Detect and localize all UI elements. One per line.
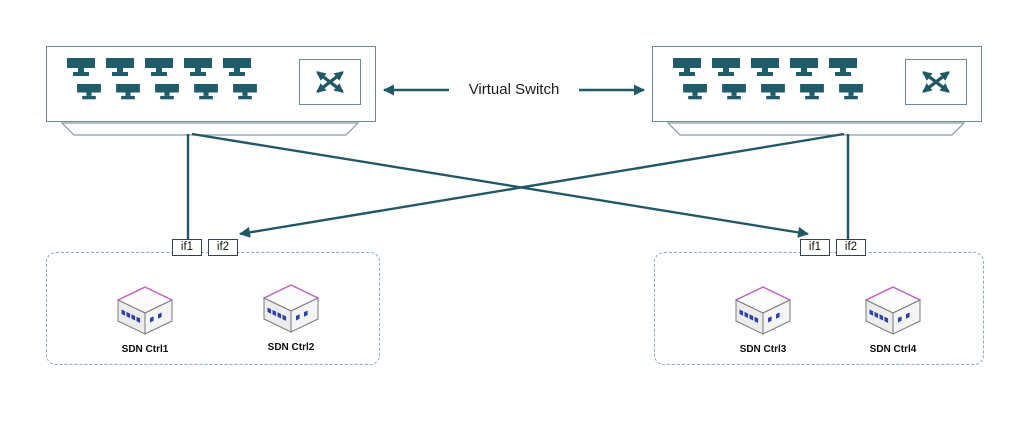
ethernet-port-icon [116,84,140,100]
link-leftswitch-right-if1 [191,132,809,238]
sdn-controller-1: SDN Ctrl1 [106,284,184,355]
ethernet-port-icon [155,84,179,100]
switch-left-ports-row1 [67,58,251,78]
ethernet-port-icon [194,84,218,100]
sdn-controller-4: SDN Ctrl4 [854,284,932,355]
switch-right [652,46,982,122]
switch-right-ports-row1 [673,58,857,78]
server-3d-icon [116,286,174,335]
switch-right-ports-row2 [683,84,863,101]
sdn-controller-2: SDN Ctrl2 [252,282,330,353]
ethernet-port-icon [77,84,101,100]
link-rightswitch-left-if2 [239,132,845,238]
if-tag-right-if1: if1 [800,239,830,256]
controller-label: SDN Ctrl4 [869,344,917,355]
switch-left-ports-row2 [77,84,257,101]
ethernet-port-icon [800,84,824,100]
crossed-arrows-icon [905,59,967,105]
ethernet-port-icon [223,58,251,76]
ethernet-port-icon [67,58,95,76]
virtual-switch-label: Virtual Switch [449,80,579,99]
if-tag-left-if2: if2 [208,239,238,256]
ethernet-port-icon [712,58,740,76]
ethernet-port-icon [233,84,257,100]
ethernet-port-icon [751,58,779,76]
ethernet-port-icon [145,58,173,76]
switch-left [46,46,376,122]
server-3d-icon [734,286,792,335]
if-tag-right-if2: if2 [836,239,866,256]
ethernet-port-icon [790,58,818,76]
if-tag-left-if1: if1 [172,239,202,256]
crossed-arrows-icon [299,59,361,105]
ethernet-port-icon [722,84,746,100]
server-3d-icon [864,286,922,335]
switch-right-base [666,122,966,136]
controller-group-right [654,252,984,365]
controller-label: SDN Ctrl1 [121,344,169,355]
controller-label: SDN Ctrl3 [739,344,787,355]
ethernet-port-icon [673,58,701,76]
controller-label: SDN Ctrl2 [267,342,315,353]
ethernet-port-icon [184,58,212,76]
ethernet-port-icon [829,58,857,76]
switch-left-base [60,122,360,136]
server-3d-icon [262,284,320,333]
ethernet-port-icon [106,58,134,76]
sdn-controller-3: SDN Ctrl3 [724,284,802,355]
ethernet-port-icon [683,84,707,100]
ethernet-port-icon [761,84,785,100]
ethernet-port-icon [839,84,863,100]
